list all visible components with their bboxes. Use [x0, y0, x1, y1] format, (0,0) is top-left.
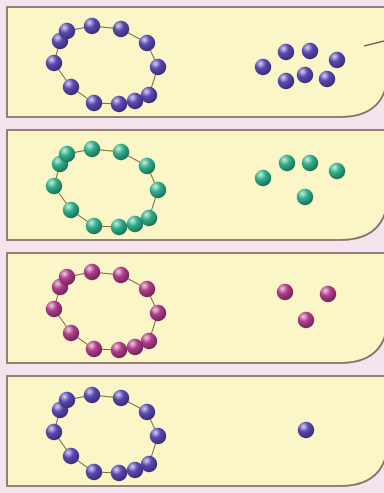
- ring-bead: [59, 23, 75, 39]
- ring-bead: [86, 464, 102, 480]
- ring-bead: [84, 18, 100, 34]
- ring-bead: [84, 141, 100, 157]
- free-bead: [302, 155, 318, 171]
- ring-bead: [59, 146, 75, 162]
- ring-bead: [111, 465, 127, 481]
- panel-3: [7, 253, 384, 363]
- ring-bead: [84, 264, 100, 280]
- free-bead: [278, 44, 294, 60]
- panel-2: [7, 130, 384, 240]
- ring-bead: [63, 325, 79, 341]
- free-bead: [297, 189, 313, 205]
- panel-1: [7, 7, 384, 117]
- free-bead: [320, 286, 336, 302]
- ring-bead: [86, 341, 102, 357]
- ring-bead: [113, 144, 129, 160]
- panel-frame: [7, 130, 384, 240]
- free-bead: [302, 43, 318, 59]
- ring-bead: [139, 281, 155, 297]
- ring-bead: [150, 59, 166, 75]
- panel-frame: [7, 7, 384, 117]
- ring-bead: [141, 210, 157, 226]
- panel-frame: [7, 253, 384, 363]
- free-bead: [319, 71, 335, 87]
- ring-bead: [111, 342, 127, 358]
- free-bead: [298, 422, 314, 438]
- free-bead: [277, 284, 293, 300]
- free-bead: [297, 67, 313, 83]
- ring-bead: [113, 390, 129, 406]
- ring-bead: [111, 96, 127, 112]
- ring-bead: [127, 93, 143, 109]
- ring-bead: [59, 269, 75, 285]
- ring-bead: [86, 218, 102, 234]
- free-bead: [329, 52, 345, 68]
- ring-bead: [63, 448, 79, 464]
- ring-bead: [150, 305, 166, 321]
- ring-bead: [139, 404, 155, 420]
- ring-bead: [141, 333, 157, 349]
- ring-bead: [111, 219, 127, 235]
- free-bead: [255, 170, 271, 186]
- ring-bead: [127, 339, 143, 355]
- ring-bead: [141, 456, 157, 472]
- ring-bead: [139, 35, 155, 51]
- ring-bead: [46, 424, 62, 440]
- ring-bead: [150, 428, 166, 444]
- ring-bead: [113, 21, 129, 37]
- free-bead: [329, 163, 345, 179]
- free-bead: [255, 59, 271, 75]
- ring-bead: [127, 462, 143, 478]
- ring-bead: [86, 95, 102, 111]
- ring-bead: [139, 158, 155, 174]
- panel-frame: [7, 376, 384, 486]
- ring-bead: [63, 202, 79, 218]
- ring-bead: [127, 216, 143, 232]
- ring-bead: [150, 182, 166, 198]
- free-bead: [279, 155, 295, 171]
- ring-bead: [59, 392, 75, 408]
- ring-bead: [46, 178, 62, 194]
- free-bead: [278, 73, 294, 89]
- free-bead: [298, 312, 314, 328]
- ring-bead: [63, 79, 79, 95]
- ring-bead: [141, 87, 157, 103]
- ring-bead: [84, 387, 100, 403]
- ring-bead: [46, 301, 62, 317]
- panel-4: [7, 376, 384, 486]
- panels-layer: [7, 7, 384, 486]
- ring-bead: [46, 55, 62, 71]
- ring-bead: [113, 267, 129, 283]
